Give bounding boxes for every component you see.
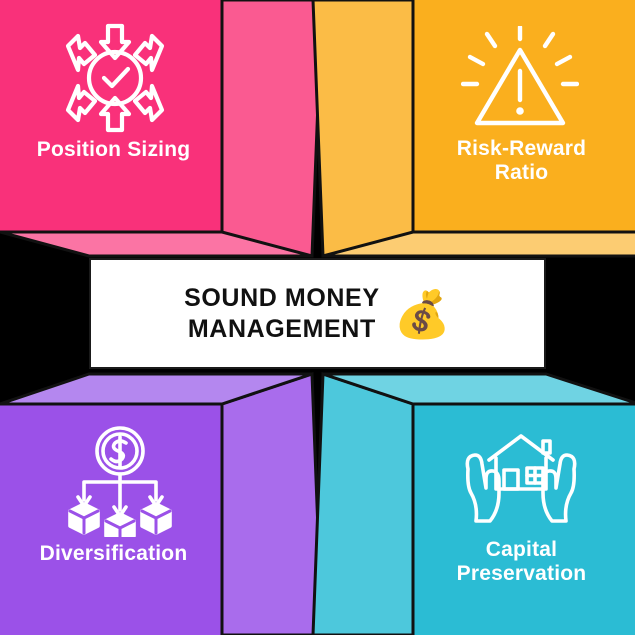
money-bag-coins-chart-icon: 💰 — [393, 287, 451, 340]
box-side-face-pink — [220, 0, 324, 258]
box-front-face-teal — [411, 402, 635, 635]
box-capital-preservation[interactable] — [311, 371, 635, 635]
center-banner[interactable]: SOUND MONEY MANAGEMENT 💰 — [89, 258, 546, 369]
box-side-face-teal — [311, 371, 415, 635]
box-side-face-purple — [220, 371, 324, 635]
box-risk-reward-ratio[interactable] — [311, 0, 635, 258]
box-position-sizing[interactable] — [0, 0, 324, 258]
box-top-face-teal — [322, 372, 635, 406]
box-side-face-orange — [311, 0, 415, 258]
box-front-face-orange — [411, 0, 635, 234]
center-title: SOUND MONEY MANAGEMENT — [184, 284, 380, 343]
box-front-face-purple — [0, 402, 224, 635]
box-diversification[interactable] — [0, 371, 324, 635]
box-front-face-pink — [0, 0, 224, 234]
